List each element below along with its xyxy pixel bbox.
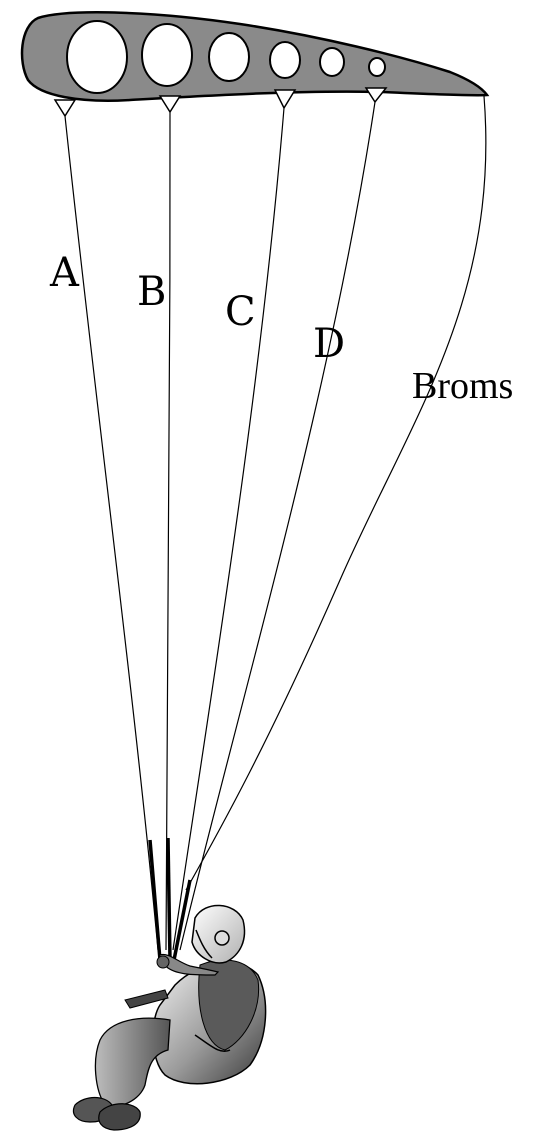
wing-airfoil xyxy=(20,11,490,102)
line-c xyxy=(172,107,285,951)
riser-front xyxy=(148,839,162,961)
attachment-a xyxy=(53,99,77,118)
label-c: C xyxy=(225,289,256,335)
wing-profile xyxy=(20,11,490,102)
label-d: D xyxy=(313,321,345,367)
line-labels: A B C D Broms xyxy=(49,250,513,407)
label-brake: Broms xyxy=(412,365,513,407)
harness-strap xyxy=(194,1034,231,1052)
brake-handle xyxy=(124,989,169,1009)
attachment-c xyxy=(273,89,297,110)
wing-cell-1 xyxy=(66,20,128,94)
wing-cell-2 xyxy=(141,23,193,87)
attachment-d xyxy=(364,87,388,104)
attachment-b xyxy=(158,95,182,114)
riser-rear xyxy=(166,837,172,961)
line-brake xyxy=(185,95,487,891)
line-attachments xyxy=(53,87,388,118)
wing-cell-6 xyxy=(368,57,386,77)
wing-cell-3 xyxy=(208,32,250,82)
wing-cell-5 xyxy=(319,47,345,77)
risers xyxy=(148,837,192,961)
pilot-face xyxy=(195,929,213,959)
label-b: B xyxy=(137,269,166,315)
pilot-boot-right xyxy=(98,1103,141,1131)
line-a xyxy=(64,115,159,951)
line-d xyxy=(179,101,376,951)
pilot-arm xyxy=(158,953,220,976)
label-a: A xyxy=(49,250,80,296)
suspension-lines xyxy=(64,95,487,951)
pilot-icon xyxy=(72,904,267,1131)
pilot-hand xyxy=(156,955,170,969)
line-b xyxy=(165,111,171,951)
pilot-visor xyxy=(214,930,230,946)
pilot-torso xyxy=(198,959,260,1051)
wing-cell-4 xyxy=(269,41,301,79)
riser-brake xyxy=(172,879,192,961)
